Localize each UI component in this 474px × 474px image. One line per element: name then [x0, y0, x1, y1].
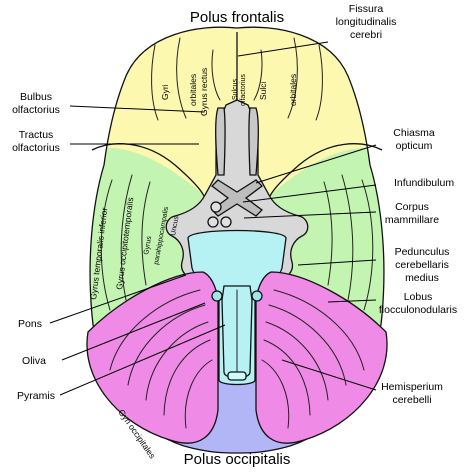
pedunculus-label-1: Pedunculus: [395, 246, 450, 258]
optic-chiasm: [211, 179, 263, 217]
sulcus-line: [253, 49, 263, 101]
left-olive: [211, 290, 223, 302]
chiasma-label-1: Chiasma: [393, 127, 435, 139]
spinal-stub: [227, 371, 247, 381]
cerebellar-folia: [109, 289, 365, 429]
sulcus-line: [100, 179, 113, 311]
side-labels: Fissura longitudinalis cerebri Bulbus ol…: [12, 3, 457, 406]
sulcus-line: [315, 44, 323, 121]
pedunculus-label-2: cerebellaris: [395, 259, 449, 271]
uncus-label: Uncus: [170, 215, 180, 236]
tractus-label-1: Tractus: [19, 129, 54, 141]
fissura-label-2: longitudinalis: [336, 16, 397, 28]
left-olfactory-tract: [215, 107, 226, 176]
sulcus-line: [287, 37, 298, 119]
sulcus-line: [151, 44, 159, 121]
left-mammillary-body: [207, 216, 219, 228]
bulbus-label-1: Bulbus: [20, 91, 52, 103]
sulcus-line: [361, 179, 374, 311]
orbitales-label-1: orbitales: [188, 74, 198, 106]
hemisperium-label-1: Hemisperium: [381, 381, 443, 393]
olfactorius-label: olfactorius: [240, 74, 247, 106]
corpus-label-1: Corpus: [395, 201, 429, 213]
right-olive: [251, 290, 263, 302]
oliva-label: Oliva: [22, 355, 46, 367]
brain-outline: [89, 26, 385, 454]
lobus-label-2: flocculonodularis: [379, 304, 457, 316]
sulcus-line: [120, 174, 133, 301]
infundibulum-shape: [210, 201, 222, 213]
sulcus-line: [141, 181, 151, 286]
right-olfactory-tract: [248, 107, 259, 176]
sulcus-line: [323, 181, 333, 286]
tractus-label-2: olfactorius: [12, 142, 60, 154]
bulbus-label-2: olfactorius: [12, 104, 60, 116]
fissura-label-3: cerebri: [350, 29, 382, 41]
title-bottom: Polus occipitalis: [184, 451, 291, 468]
leader-lines: [49, 41, 377, 396]
gyrus-label-2: Gyrus: [143, 235, 153, 255]
chiasma-label-2: opticum: [396, 140, 433, 152]
sulci-label: Sulci: [258, 81, 268, 100]
orbitales-label-2: orbitales: [288, 74, 298, 106]
sulcus-label: Sulcus: [232, 78, 239, 100]
title-top: Polus frontalis: [190, 9, 284, 26]
gyrus-rectus-label: Gyrus rectus: [199, 68, 209, 116]
pyramis-label: Pyramis: [17, 390, 55, 402]
hemisperium-label-2: cerebelli: [392, 394, 431, 406]
pedunculus-label-3: medius: [405, 272, 439, 284]
gyri-label-1: Gyri: [160, 84, 170, 100]
right-frontal-boundary: [269, 143, 383, 197]
fissura-label-1: Fissura: [349, 3, 384, 15]
corpus-label-2: mammillare: [385, 214, 439, 226]
pons-label: Pons: [18, 318, 42, 330]
left-frontal-boundary: [91, 143, 205, 197]
infundibulum-label: Infundibulum: [394, 177, 454, 189]
sulcus-line: [211, 49, 221, 101]
right-mammillary-body: [220, 216, 232, 228]
lobus-label-1: Lobus: [404, 291, 433, 303]
